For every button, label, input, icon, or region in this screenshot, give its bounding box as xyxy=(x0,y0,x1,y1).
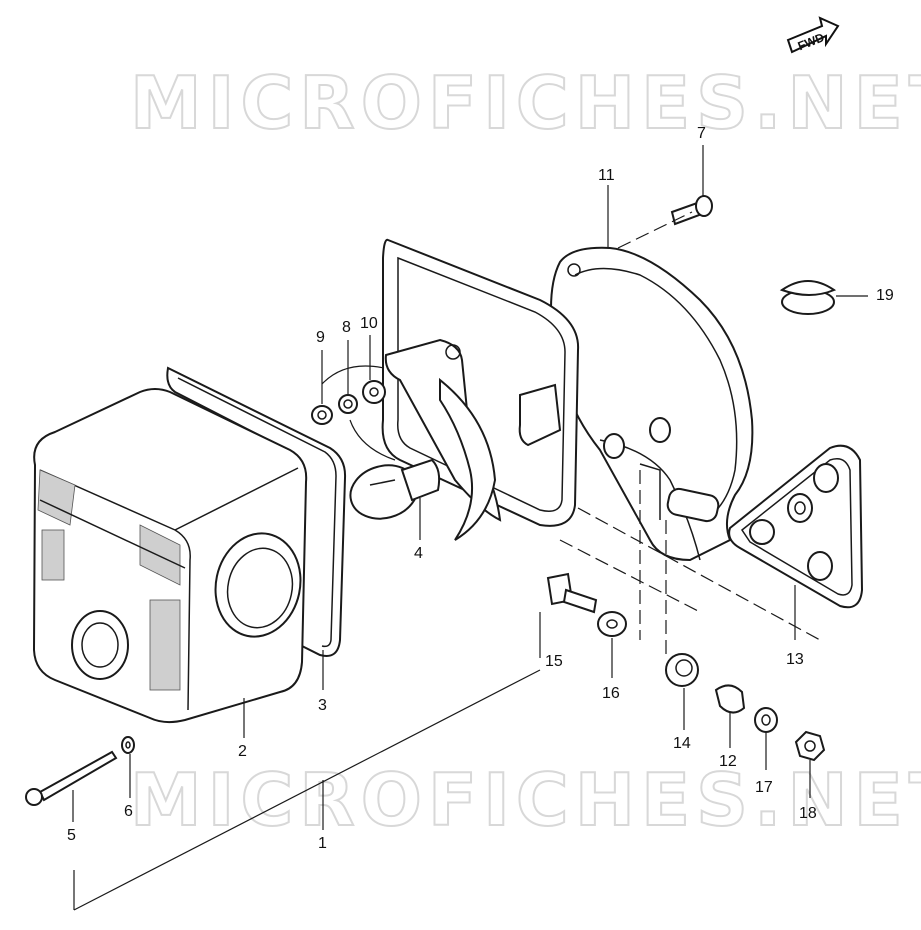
callout-1: 1 xyxy=(318,835,327,852)
long-bolt-part-5-icon xyxy=(25,750,118,806)
callout-15: 15 xyxy=(545,653,563,670)
alignment-lines xyxy=(321,211,821,660)
callout-9: 9 xyxy=(316,329,325,346)
main-bracket-icon xyxy=(550,246,754,562)
callout-12: 12 xyxy=(719,753,737,770)
washer-part-16-icon xyxy=(597,611,627,637)
nut-part-18-icon xyxy=(794,730,826,762)
washer-part-10-icon xyxy=(362,380,386,404)
callout-7: 7 xyxy=(697,125,706,142)
leader-lines xyxy=(72,145,868,911)
washer-part-17-icon xyxy=(754,707,778,733)
lamp-base-icon xyxy=(381,238,580,541)
callout-2: 2 xyxy=(238,743,247,760)
washer-part-8-icon xyxy=(338,394,358,414)
watermark-bottom: MICROFICHES.NET xyxy=(130,758,921,842)
callout-6: 6 xyxy=(124,803,133,820)
callout-10: 10 xyxy=(360,315,378,332)
lens-housing-icon xyxy=(32,388,308,724)
washer-part-6-icon xyxy=(121,736,135,754)
watermark-top: MICROFICHES.NET xyxy=(130,61,921,145)
cushion-part-14-icon xyxy=(665,653,699,687)
bulb-icon xyxy=(349,458,441,520)
fwd-label: FWD xyxy=(796,30,827,53)
callout-13: 13 xyxy=(786,651,804,668)
spacer-part-12-icon xyxy=(714,684,746,714)
screw-part-7-icon xyxy=(670,195,713,226)
callout-4: 4 xyxy=(414,545,423,562)
fwd-arrow-icon: FWD xyxy=(786,16,840,54)
callout-16: 16 xyxy=(602,685,620,702)
callout-labels: 1 2 3 4 5 6 7 8 9 10 11 12 13 14 15 16 1… xyxy=(67,125,894,852)
callout-14: 14 xyxy=(673,735,691,752)
callout-17: 17 xyxy=(755,779,773,796)
callout-5: 5 xyxy=(67,827,76,844)
callout-8: 8 xyxy=(342,319,351,336)
grommet-part-19-icon xyxy=(779,280,837,315)
bracket-plate-icon xyxy=(728,444,864,609)
callout-19: 19 xyxy=(876,287,894,304)
callout-11: 11 xyxy=(598,167,615,184)
callout-18: 18 xyxy=(799,805,817,822)
callout-3: 3 xyxy=(318,697,327,714)
bolt-part-15-icon xyxy=(546,572,598,614)
nut-part-9-icon xyxy=(311,405,333,425)
